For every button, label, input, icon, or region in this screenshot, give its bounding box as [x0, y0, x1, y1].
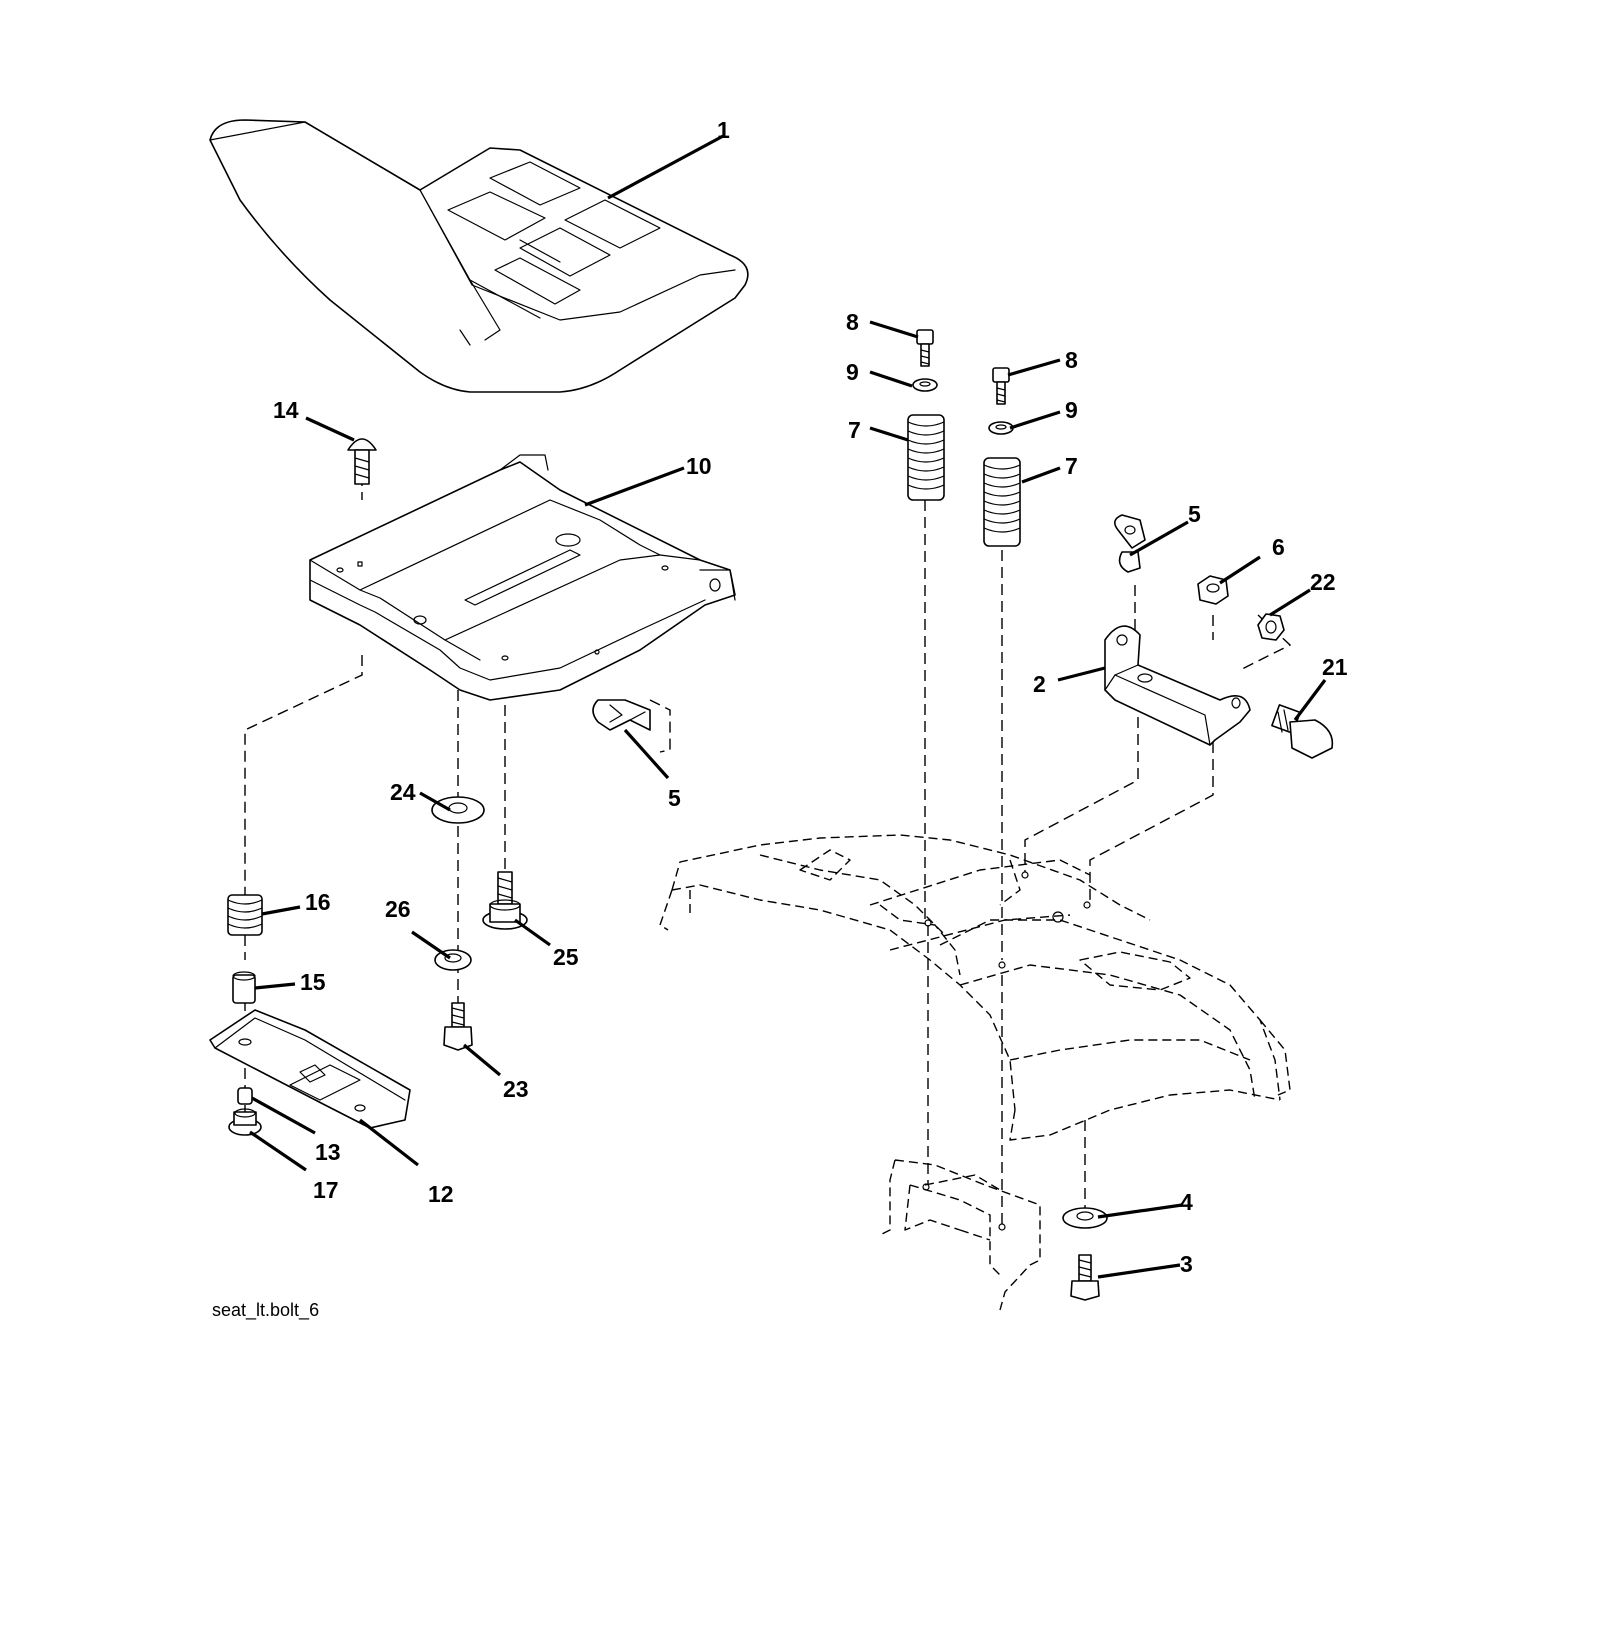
callout-4: 4	[1180, 1189, 1193, 1215]
callout-9-right: 9	[1065, 397, 1078, 423]
callout-16: 16	[305, 889, 331, 915]
figure-caption: seat_lt.bolt_6	[212, 1300, 319, 1321]
callout-23: 23	[503, 1076, 529, 1102]
seat	[209, 119, 749, 393]
fender-frame-outline	[659, 834, 1291, 1311]
callout-17: 17	[313, 1177, 339, 1203]
callout-15: 15	[300, 969, 326, 995]
seat-pan	[309, 454, 736, 701]
callout-1: 1	[717, 117, 730, 143]
callout-26: 26	[385, 896, 411, 922]
washer-4	[1062, 1207, 1108, 1229]
callout-7-right: 7	[1065, 453, 1078, 479]
shoulder-bolt-25	[482, 871, 528, 930]
spacer-15	[232, 971, 256, 1004]
carriage-bolt	[347, 438, 377, 485]
callout-10: 10	[686, 453, 712, 479]
callout-3: 3	[1180, 1251, 1193, 1277]
callout-12: 12	[428, 1181, 454, 1207]
callout-labels: 1 14 10 5 24 16 26 25 15 23 13 17 12 8 9…	[273, 117, 1348, 1277]
callout-14: 14	[273, 397, 299, 423]
spring-16	[227, 894, 263, 936]
callout-5-left: 5	[668, 785, 681, 811]
callout-8-left: 8	[846, 309, 859, 335]
spring-7-right	[983, 457, 1021, 547]
seat-switch-clip-right	[1114, 514, 1146, 573]
bolt-8-right	[992, 367, 1010, 405]
seat-switch	[1271, 704, 1334, 759]
callout-7-left: 7	[848, 417, 861, 443]
bolt-8-left	[916, 329, 934, 367]
bushing-13	[237, 1087, 253, 1105]
callout-2: 2	[1033, 671, 1046, 697]
switch-bracket	[1104, 625, 1251, 746]
flange-nut-17	[228, 1108, 262, 1136]
leader-lines	[249, 133, 1327, 1279]
spring-7-left	[907, 414, 945, 501]
callout-22: 22	[1310, 569, 1336, 595]
slide-plate	[209, 1009, 411, 1129]
callout-5-right: 5	[1188, 501, 1201, 527]
nut-22	[1257, 613, 1285, 641]
washer-9-right	[988, 421, 1014, 435]
bolt-3	[1070, 1254, 1100, 1301]
callout-24: 24	[390, 779, 416, 805]
seat-switch-clip-left	[592, 699, 651, 731]
assembly-lines	[244, 475, 1292, 1225]
callout-13: 13	[315, 1139, 341, 1165]
washer-9-left	[912, 378, 938, 392]
callout-6: 6	[1272, 534, 1285, 560]
callout-9-left: 9	[846, 359, 859, 385]
hex-bolt-23	[443, 1002, 473, 1051]
callout-21: 21	[1322, 654, 1348, 680]
callout-8-right: 8	[1065, 347, 1078, 373]
callout-25: 25	[553, 944, 579, 970]
washer-24	[431, 796, 485, 824]
